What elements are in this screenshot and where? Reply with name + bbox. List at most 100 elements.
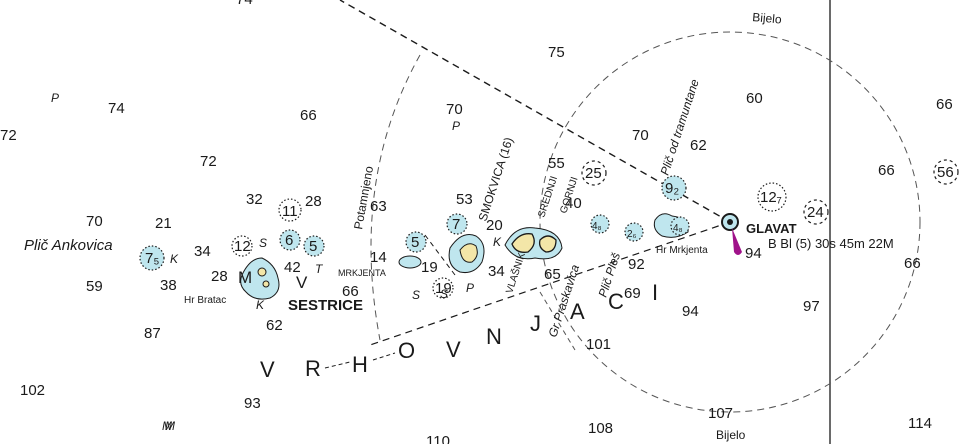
danger-sounding: 7₅: [145, 250, 159, 267]
danger-sounding: 25: [585, 165, 602, 182]
sounding: 60: [746, 90, 763, 107]
sounding: 65: [544, 266, 561, 283]
bottom-quality: K: [493, 235, 502, 249]
danger-sounding: 9₂: [665, 180, 679, 197]
sounding: 59: [86, 278, 103, 295]
vrhovnjaci-dashes: [324, 352, 396, 369]
potamnjeno-arc: [370, 54, 421, 341]
danger-sounding: 12₇: [760, 189, 782, 206]
hr-mrkjenta-label: Hr Mrkjenta: [656, 245, 708, 256]
bottom-quality: P: [51, 91, 59, 105]
bottom-quality: M: [165, 419, 175, 433]
light-flare-icon: [732, 228, 742, 255]
sounding: 70: [446, 101, 463, 118]
sounding: 20: [486, 217, 503, 234]
smokvica-island: [459, 243, 478, 263]
danger-sounding: 4₈: [673, 223, 683, 234]
bottom-quality: P: [466, 281, 474, 295]
smokvica-label: SMOKVICA (16): [476, 136, 516, 223]
vrhovnjaci-letter: V: [446, 337, 461, 362]
sounding: 66: [936, 96, 953, 113]
sounding: 34: [194, 243, 211, 260]
vrhovnjaci-letter: V: [260, 357, 275, 382]
vrhovnjaci-letter: H: [352, 352, 368, 377]
sounding: 55: [548, 155, 565, 172]
sestrice-islet-1: [257, 267, 267, 277]
vrhovnjaci-letter: N: [486, 324, 502, 349]
sounding: 110: [426, 433, 450, 444]
bottom-quality: M: [162, 419, 172, 433]
sounding: 74: [108, 100, 125, 117]
danger-sounding: 5: [411, 234, 419, 251]
vrhovnjaci-letter: A: [570, 299, 585, 324]
sounding: 66: [342, 283, 359, 300]
sounding: 97: [803, 298, 820, 315]
vrhovnjaci-letter: C: [608, 289, 624, 314]
danger-sounding: 6: [285, 232, 293, 249]
sounding: 107: [708, 405, 733, 422]
sounding: 14: [370, 249, 387, 266]
bottom-quality: T: [315, 262, 324, 276]
sestrice-label: SESTRICE: [288, 297, 363, 314]
sounding: 38: [160, 277, 177, 294]
sestrice-shoal: [240, 257, 280, 300]
sounding: 102: [20, 382, 45, 399]
sounding: 101: [586, 336, 611, 353]
sounding: 94: [682, 303, 699, 320]
sounding: 66: [300, 107, 317, 124]
sounding: 69: [624, 285, 641, 302]
bottom-quality: S: [412, 288, 420, 302]
sounding: 62: [690, 137, 707, 154]
sounding: 114: [908, 415, 932, 432]
danger-sounding: 12: [234, 238, 251, 255]
sounding: 62: [266, 317, 283, 334]
sounding: 53: [456, 191, 473, 208]
v-letter: V: [296, 273, 308, 292]
danger-sounding: 4₈: [592, 221, 602, 232]
danger-sounding: 56: [937, 164, 954, 181]
danger-sounding: 2₆: [627, 229, 637, 240]
sounding: 21: [155, 215, 172, 232]
bijelo-bottom-label: Bijelo: [716, 428, 746, 442]
bottom-quality: S: [259, 236, 267, 250]
vrhovnjaci-letter: J: [530, 311, 541, 336]
sounding: 72: [0, 127, 17, 144]
sounding: 75: [548, 44, 565, 61]
sounding: 108: [588, 420, 613, 437]
sounding: 92: [628, 256, 645, 273]
plic-od-tramuntane-label: Plič od tramuntane: [658, 77, 702, 177]
sounding: 34: [488, 263, 505, 280]
bottom-quality: K: [170, 252, 179, 266]
mrkjenta-label: MRKJENTA: [338, 268, 386, 278]
sounding: 40: [565, 195, 582, 212]
sounding: 70: [632, 127, 649, 144]
danger-sounding: 5: [309, 238, 317, 255]
sounding: 19: [421, 259, 438, 276]
bottom-quality: P: [452, 119, 460, 133]
sounding: 66: [904, 255, 921, 272]
light-characteristic: B Bl (5) 30s 45m 22M: [768, 236, 894, 251]
hr-bratac-label: Hr Bratac: [184, 295, 226, 306]
mrkjenta-shoal: [398, 255, 422, 269]
danger-sounding: 19: [435, 280, 452, 297]
sounding: 28: [305, 193, 322, 210]
vrhovnjaci-letter: R: [305, 356, 321, 381]
sounding: 28: [211, 268, 228, 285]
sounding: 66: [878, 162, 895, 179]
m-letter: M: [238, 268, 252, 287]
lighthouse-icon: [727, 219, 733, 225]
sector-line-south: [369, 221, 731, 346]
sounding: 42: [284, 259, 301, 276]
sestrice-islet-2: [262, 280, 270, 288]
sounding: 74: [236, 0, 253, 8]
sounding: 70: [86, 213, 103, 230]
sounding: 72: [200, 153, 217, 170]
bijelo-top-label: Bijelo: [752, 10, 783, 27]
srednji-island: [511, 233, 535, 253]
sounding: 32: [246, 191, 263, 208]
glavat-label: GLAVAT: [746, 221, 797, 236]
plic-ankovica-label: Plič Ankovica: [24, 237, 113, 254]
danger-circles: [139, 159, 959, 299]
praskavica-line: [539, 291, 576, 351]
light-range-circle: [539, 31, 921, 413]
